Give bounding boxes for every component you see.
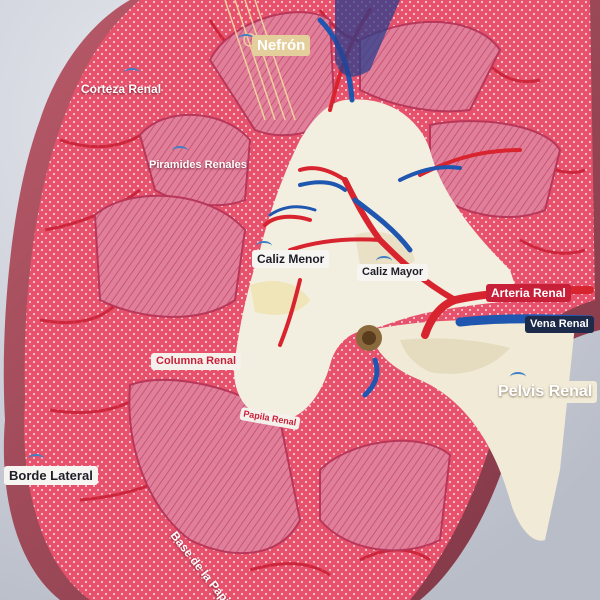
pyramid-bottom [319, 439, 452, 552]
marker-borde-lateral [28, 454, 44, 464]
renal-pyramids [93, 11, 562, 555]
pyramid-right [429, 120, 562, 219]
label-vena-renal: Vena Renal [525, 316, 594, 333]
label-caliz-menor: Caliz Menor [252, 250, 330, 268]
marker-caliz-mayor [376, 256, 392, 266]
pelvis-inner-shadow [400, 338, 510, 374]
label-nefron: Nefrón [252, 35, 311, 56]
label-piramides-renales: Piramides Renales [149, 159, 247, 171]
marker-corteza [124, 68, 140, 78]
label-pelvis-renal: Pelvis Renal [493, 381, 598, 403]
marker-pelvis [510, 372, 526, 382]
venous-wedge [335, 0, 400, 77]
marker-piramides [172, 146, 188, 156]
label-borde-lateral: Borde Lateral [4, 466, 98, 485]
label-columna-renal: Columna Renal [151, 353, 242, 370]
label-corteza-renal: Corteza Renal [81, 82, 162, 96]
label-arteria-renal: Arteria Renal [486, 284, 571, 302]
marker-caliz-menor [256, 241, 272, 251]
pyramid-lower-left [128, 378, 302, 555]
pyramid-right-top [359, 20, 502, 113]
label-caliz-mayor: Caliz Mayor [357, 264, 429, 281]
marker-nefron [238, 34, 254, 44]
pyramid-left [93, 194, 247, 318]
